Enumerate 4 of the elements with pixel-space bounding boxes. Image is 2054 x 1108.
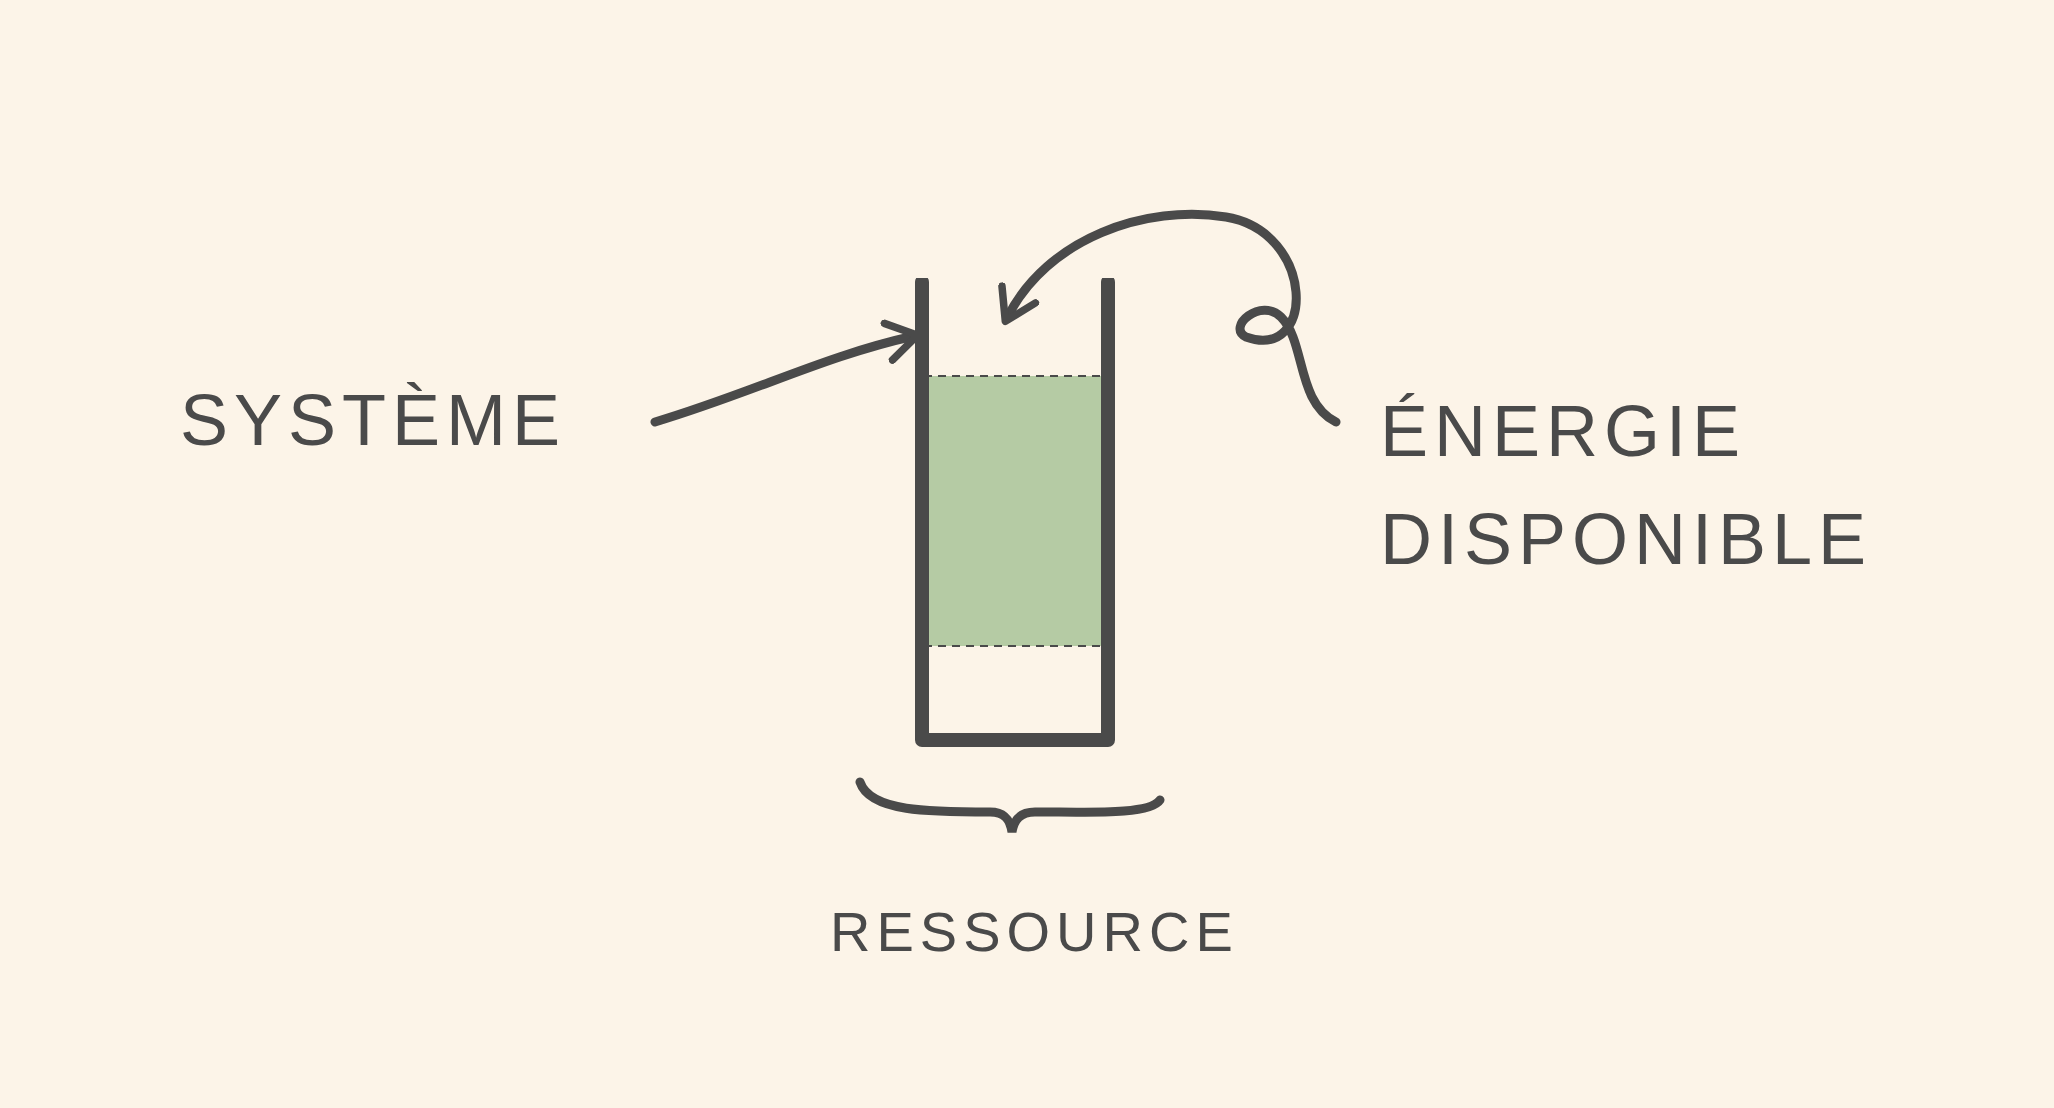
text-label: RESSOURCE xyxy=(830,899,1240,965)
text-label: SYSTÈME xyxy=(180,379,568,462)
arrow xyxy=(1000,209,1341,427)
text-label: ÉNERGIE DISPONIBLE xyxy=(1380,390,1874,581)
